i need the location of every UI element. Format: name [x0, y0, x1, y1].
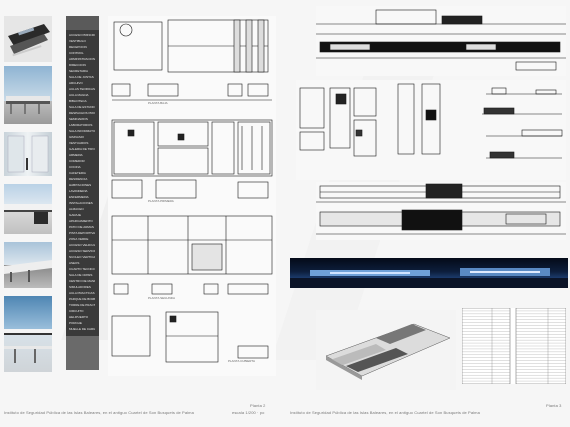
- legend-item: CAFETERÍA: [69, 172, 95, 175]
- render-street-thumbnail: [4, 242, 52, 288]
- legend-item: HABITACIONES: [69, 184, 95, 187]
- legend-item: AULA MAGNA: [69, 94, 95, 97]
- legend-item: SALA DE JUNTAS: [69, 76, 94, 79]
- left-sheet-number: Planta 2: [250, 403, 266, 408]
- legend-item: AULAS TEÓRICAS: [69, 88, 95, 91]
- plan-label: PLANTA PRIMERA: [148, 199, 174, 203]
- left-scale-note: escala 1/200 · po: [232, 410, 265, 415]
- legend-item: COMEDOR: [69, 160, 95, 163]
- plan-label: PLANTA CUBIERTA: [228, 359, 256, 363]
- left-caption: Instituto de Seguridad Pública de las Is…: [4, 410, 194, 415]
- legend-item: SIMULADORES: [69, 286, 95, 289]
- floor-plans-drawing: [111, 19, 273, 363]
- render-interior-thumbnail: [4, 132, 52, 176]
- legend-item: SEMINARIOS: [69, 118, 95, 121]
- legend-item: DIRECCIÓN: [69, 64, 95, 67]
- sections-drawing: [299, 83, 563, 159]
- longitudinal-section-drawing: [316, 183, 566, 235]
- legend-item: CENTRO DE MANDO: [69, 280, 95, 283]
- render-courtyard-thumbnail: [4, 184, 52, 234]
- legend-item: LAVANDERÍA: [69, 190, 95, 193]
- axonometric-model: [316, 310, 456, 390]
- plan-label: PLANTA SEGUNDA: [148, 296, 175, 300]
- sections-panel: [296, 80, 566, 180]
- legend-item: GIMNASIO: [69, 136, 95, 139]
- legend-item: SALA INFORMÁTICA: [69, 130, 95, 133]
- legend-item: ACCESO VEHÍCULOS: [69, 244, 95, 247]
- legend-item: ARMERÍA: [69, 154, 95, 157]
- legend-column: ACCESO PRINCIPAL VESTÍBULO RECEPCIÓN CONTRO…: [66, 16, 99, 370]
- legend-item: CONTROL: [69, 52, 95, 55]
- legend-item: GARAJE: [69, 214, 95, 217]
- render-aerial-thumbnail: [4, 16, 52, 62]
- render-exterior-thumbnail: [4, 66, 52, 124]
- legend-item: PATIO DE ARMAS: [69, 226, 94, 229]
- render-blue-thumbnail: [4, 296, 52, 372]
- legend-item: SALA DE ESTUDIO: [69, 106, 95, 109]
- legend-item: AULA PRÁCTICAS: [69, 292, 95, 295]
- legend-item: ADMINISTRACIÓN: [69, 58, 95, 61]
- legend-item: COCINA: [69, 166, 95, 169]
- legend-item: CIRCUITO: [69, 310, 95, 313]
- legend-item: TORRE DE PRÁCTICAS: [69, 304, 95, 307]
- elevations-drawing: [316, 9, 566, 71]
- legend-item: NÚCLEO VERTICAL: [69, 256, 95, 259]
- legend-item: HELIPUERTO: [69, 316, 95, 319]
- legend-item: PISTA DEPORTIVA: [69, 232, 95, 235]
- legend-item: ALMACÉN: [69, 208, 95, 211]
- legend-item: RECEPCIÓN: [69, 46, 95, 49]
- plan-label: PLANTA BAJA: [148, 101, 168, 105]
- legend-item: BIBLIOTECA: [69, 100, 95, 103]
- elevations-panel: [316, 6, 566, 76]
- legend-item: PARQUE DE BOMBEROS: [69, 298, 95, 301]
- legend-item: MUELLE DE CARGA: [69, 328, 95, 331]
- legend-item: ACCESO PRINCIPAL: [69, 34, 95, 37]
- legend-item: PORCHE: [69, 322, 95, 325]
- legend-item: CUARTO TÉCNICO: [69, 268, 95, 271]
- right-caption: Instituto de Seguridad Pública de las Is…: [290, 410, 480, 415]
- legend-item: SALA DE CRISIS: [69, 274, 95, 277]
- render-column: [4, 16, 52, 372]
- legend-item: ACCESO SERVICIO: [69, 250, 95, 253]
- legend-header: [66, 16, 99, 30]
- night-render-strip: [290, 258, 568, 288]
- legend-item: LABORATORIOS: [69, 124, 95, 127]
- legend-item: ENFERMERÍA: [69, 196, 95, 199]
- legend-item: DESPACHOS PROFESORES: [69, 112, 95, 115]
- legend-item: ARCHIVO: [69, 82, 95, 85]
- longitudinal-section-panel: [316, 182, 566, 240]
- data-table: [461, 307, 567, 385]
- legend-item: VESTÍBULO: [69, 40, 95, 43]
- legend-item: ZONA VERDE: [69, 238, 95, 241]
- legend-footer: [66, 336, 99, 370]
- plans-area: PLANTA BAJA PLANTA PRIMERA PLANTA SEGUND…: [108, 16, 276, 376]
- legend-item: VESTUARIOS: [69, 142, 95, 145]
- legend-item: GALERÍA DE TIRO: [69, 148, 95, 151]
- legend-item: SECRETARÍA: [69, 70, 95, 73]
- data-table-grid: [461, 307, 567, 385]
- legend-item: ASEOS: [69, 262, 95, 265]
- legend-item: INSTALACIONES: [69, 202, 95, 205]
- legend-item: APARCAMIENTO: [69, 220, 95, 223]
- legend-item: RESIDENCIA: [69, 178, 95, 181]
- right-sheet-number: Planta 3: [546, 403, 562, 408]
